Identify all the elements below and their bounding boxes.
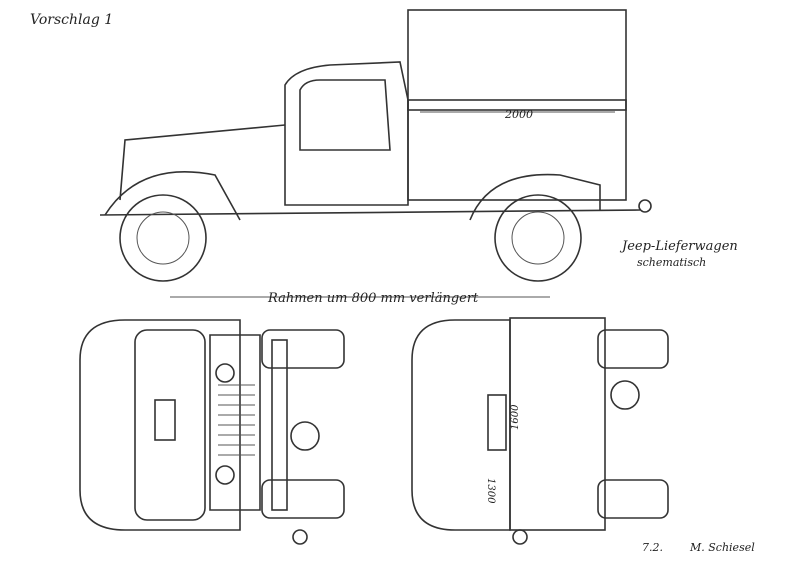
caption-subtitle: schematisch [637,256,706,269]
cargo-top [509,317,606,531]
dimension-width-1: 1600 [510,404,521,430]
wheel-top [261,329,345,369]
headlight-right [215,465,235,485]
cab [284,61,409,206]
axle [271,339,288,511]
cab-outline [79,319,241,531]
front-hub [136,211,190,265]
rear-fender [469,173,601,221]
headlight-left [215,363,235,383]
wheel-bottom [261,479,345,519]
rear-hub [511,211,565,265]
rear-wheel [494,194,582,282]
tow-hook [638,199,652,213]
spare-wheel [290,421,320,451]
caption-title: Jeep-Lieferwagen [619,239,738,254]
hatch [154,399,176,441]
roof-panel [134,329,206,521]
tow-hook-top [292,529,308,545]
rear-wheel-bottom [597,479,669,519]
tow-hook-right [512,529,528,545]
grille [218,384,255,456]
frame-rail [99,209,641,216]
dimension-length: 2000 [504,108,533,121]
door-window [299,79,391,151]
spare-wheel-right [610,380,640,410]
front-fender [104,171,241,221]
cargo-canopy [407,9,627,111]
front-wheel [119,194,207,282]
top-view-left [79,319,345,545]
hatch-right [487,394,507,451]
signature-name: M. Schiesel [689,541,755,554]
rear-wheel-top [597,329,669,369]
hood [119,124,286,201]
top-view-right: 1600 1300 [411,317,669,545]
hood-top [209,334,261,511]
drawing-title: Vorschlag 1 [30,12,113,28]
cab-outline-right [411,319,511,531]
side-view: 2000 [99,9,652,282]
frame-note: Rahmen um 800 mm verlängert [267,291,479,306]
dimension-width-2: 1300 [485,478,496,504]
signature-date: 7.2. [642,541,663,554]
